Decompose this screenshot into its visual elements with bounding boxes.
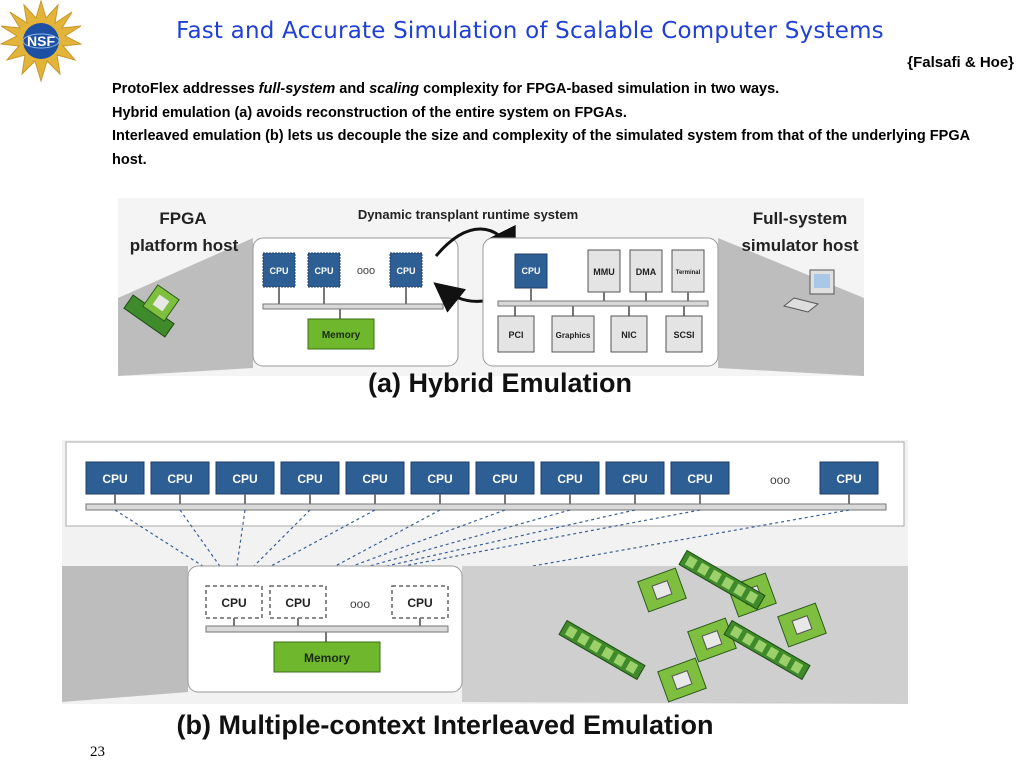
simulated-cpu-block: CPU [670,461,730,504]
fpga-board-icon [123,284,180,338]
interleave-link [297,509,701,587]
interleave-link [297,509,506,587]
simulated-cpu-block: CPU [819,461,879,504]
simulated-cpu-block: CPU [475,461,535,504]
svg-text:CPU: CPU [407,596,432,610]
svg-text:CPU: CPU [285,596,310,610]
slide-title: Fast and Accurate Simulation of Scalable… [176,18,884,44]
simulated-cpu-block: CPU [540,461,600,504]
interleave-link [233,509,246,587]
body-text: ProtoFlex addresses full-system and scal… [112,78,972,172]
memory-block: Memory [307,318,375,350]
body-line-2: Hybrid emulation (a) avoids reconstructi… [112,104,627,121]
slide-number: 23 [90,744,105,760]
logo-text: NSF [27,33,55,49]
ellipsis-icon: ooo [357,265,375,277]
svg-text:CPU: CPU [102,472,127,486]
system-bus [262,303,444,310]
svg-text:CPU: CPU [167,472,192,486]
runtime-system-label: Dynamic transplant runtime system [358,207,578,222]
terminal-block: Terminal [671,249,705,293]
context-cpu-block: CPU [391,585,449,619]
svg-text:CPU: CPU [362,472,387,486]
svg-text:MMU: MMU [593,267,615,277]
caption-hybrid-emulation: (a) Hybrid Emulation [367,368,632,398]
simulated-cpu-row: CPU CPU CPU CPU CPU CPU CPU CPU CPU CPU CPU [85,461,879,504]
simulated-cpu-block: CPU [410,461,470,504]
body-line-3: Interleaved emulation (b) lets us decoup… [112,128,970,168]
simulated-cpu-block: CPU [280,461,340,504]
svg-text:CPU: CPU [269,266,288,276]
authors-credit: {Falsafi & Hoe} [907,54,1014,71]
host-wedge [62,566,188,702]
simulated-cpu-block: CPU [85,461,145,504]
svg-text:CPU: CPU [297,472,322,486]
fpga-chip [777,602,827,648]
cpu-block: CPU [389,252,423,288]
svg-text:CPU: CPU [314,266,333,276]
simulated-cpu-block: CPU [605,461,665,504]
fpga-boards-icon [558,549,827,703]
fpga-board-strip [558,619,646,681]
cpu-block: CPU [262,252,296,288]
svg-text:CPU: CPU [492,472,517,486]
fpga-board-strip [723,619,811,681]
svg-text:SCSI: SCSI [673,330,694,340]
simulated-cpu-block: CPU [150,461,210,504]
svg-text:DMA: DMA [636,267,657,277]
simulator-host-label: Full-system [753,209,847,228]
cpu-block: CPU [514,253,548,289]
fpga-chip [637,567,687,613]
dma-block: DMA [629,249,663,293]
fpga-host-label: FPGA [159,209,206,228]
svg-text:CPU: CPU [396,266,415,276]
memory-block: Memory [273,641,381,673]
mmu-block: MMU [587,249,621,293]
cpu-block: CPU [307,252,341,288]
ellipsis-icon: ooo [770,473,790,487]
nsf-logo: NSF [0,0,82,82]
system-bus [85,503,887,511]
svg-text:CPU: CPU [232,472,257,486]
pci-block: PCI [497,315,535,353]
svg-text:NIC: NIC [621,330,637,340]
context-cpu-block: CPU [269,585,327,619]
simulated-cpu-block: CPU [345,461,405,504]
svg-text:CPU: CPU [557,472,582,486]
simulated-cpu-block: CPU [215,461,275,504]
svg-text:CPU: CPU [521,266,540,276]
svg-text:CPU: CPU [687,472,712,486]
svg-text:CPU: CPU [427,472,452,486]
svg-text:PCI: PCI [508,330,523,340]
context-cpu-block: CPU [205,585,263,619]
simulator-host-label-2: simulator host [741,236,858,255]
fpga-host-wedge [118,238,253,376]
computer-icon [782,269,835,313]
scsi-block: SCSI [665,315,703,353]
logo-globe [23,23,59,59]
svg-text:Graphics: Graphics [556,331,591,340]
svg-text:Memory: Memory [304,651,350,665]
fpga-board-strip [678,549,766,611]
system-bus [205,625,449,633]
system-bus [497,300,709,307]
svg-text:Terminal: Terminal [676,270,701,276]
svg-text:CPU: CPU [836,472,861,486]
body-line-1: ProtoFlex addresses full-system and scal… [112,81,780,97]
hybrid-emulation-diagram: FPGA platform host Dynamic transplant ru… [118,198,864,376]
ellipsis-icon: ooo [350,597,370,611]
svg-text:CPU: CPU [622,472,647,486]
svg-text:CPU: CPU [221,596,246,610]
interleave-link [419,509,850,587]
interleaved-emulation-diagram: CPU CPU CPU CPU CPU CPU CPU CPU CPU CPU CPU ooo CP… [62,440,908,704]
graphics-block: Graphics [551,315,595,353]
fpga-chip [687,617,737,663]
fpga-host-label-2: platform host [130,236,239,255]
fpga-chip [657,657,707,703]
svg-text:Memory: Memory [322,330,361,341]
nic-block: NIC [610,315,648,353]
caption-interleaved-emulation: (b) Multiple-context Interleaved Emulati… [176,710,714,740]
